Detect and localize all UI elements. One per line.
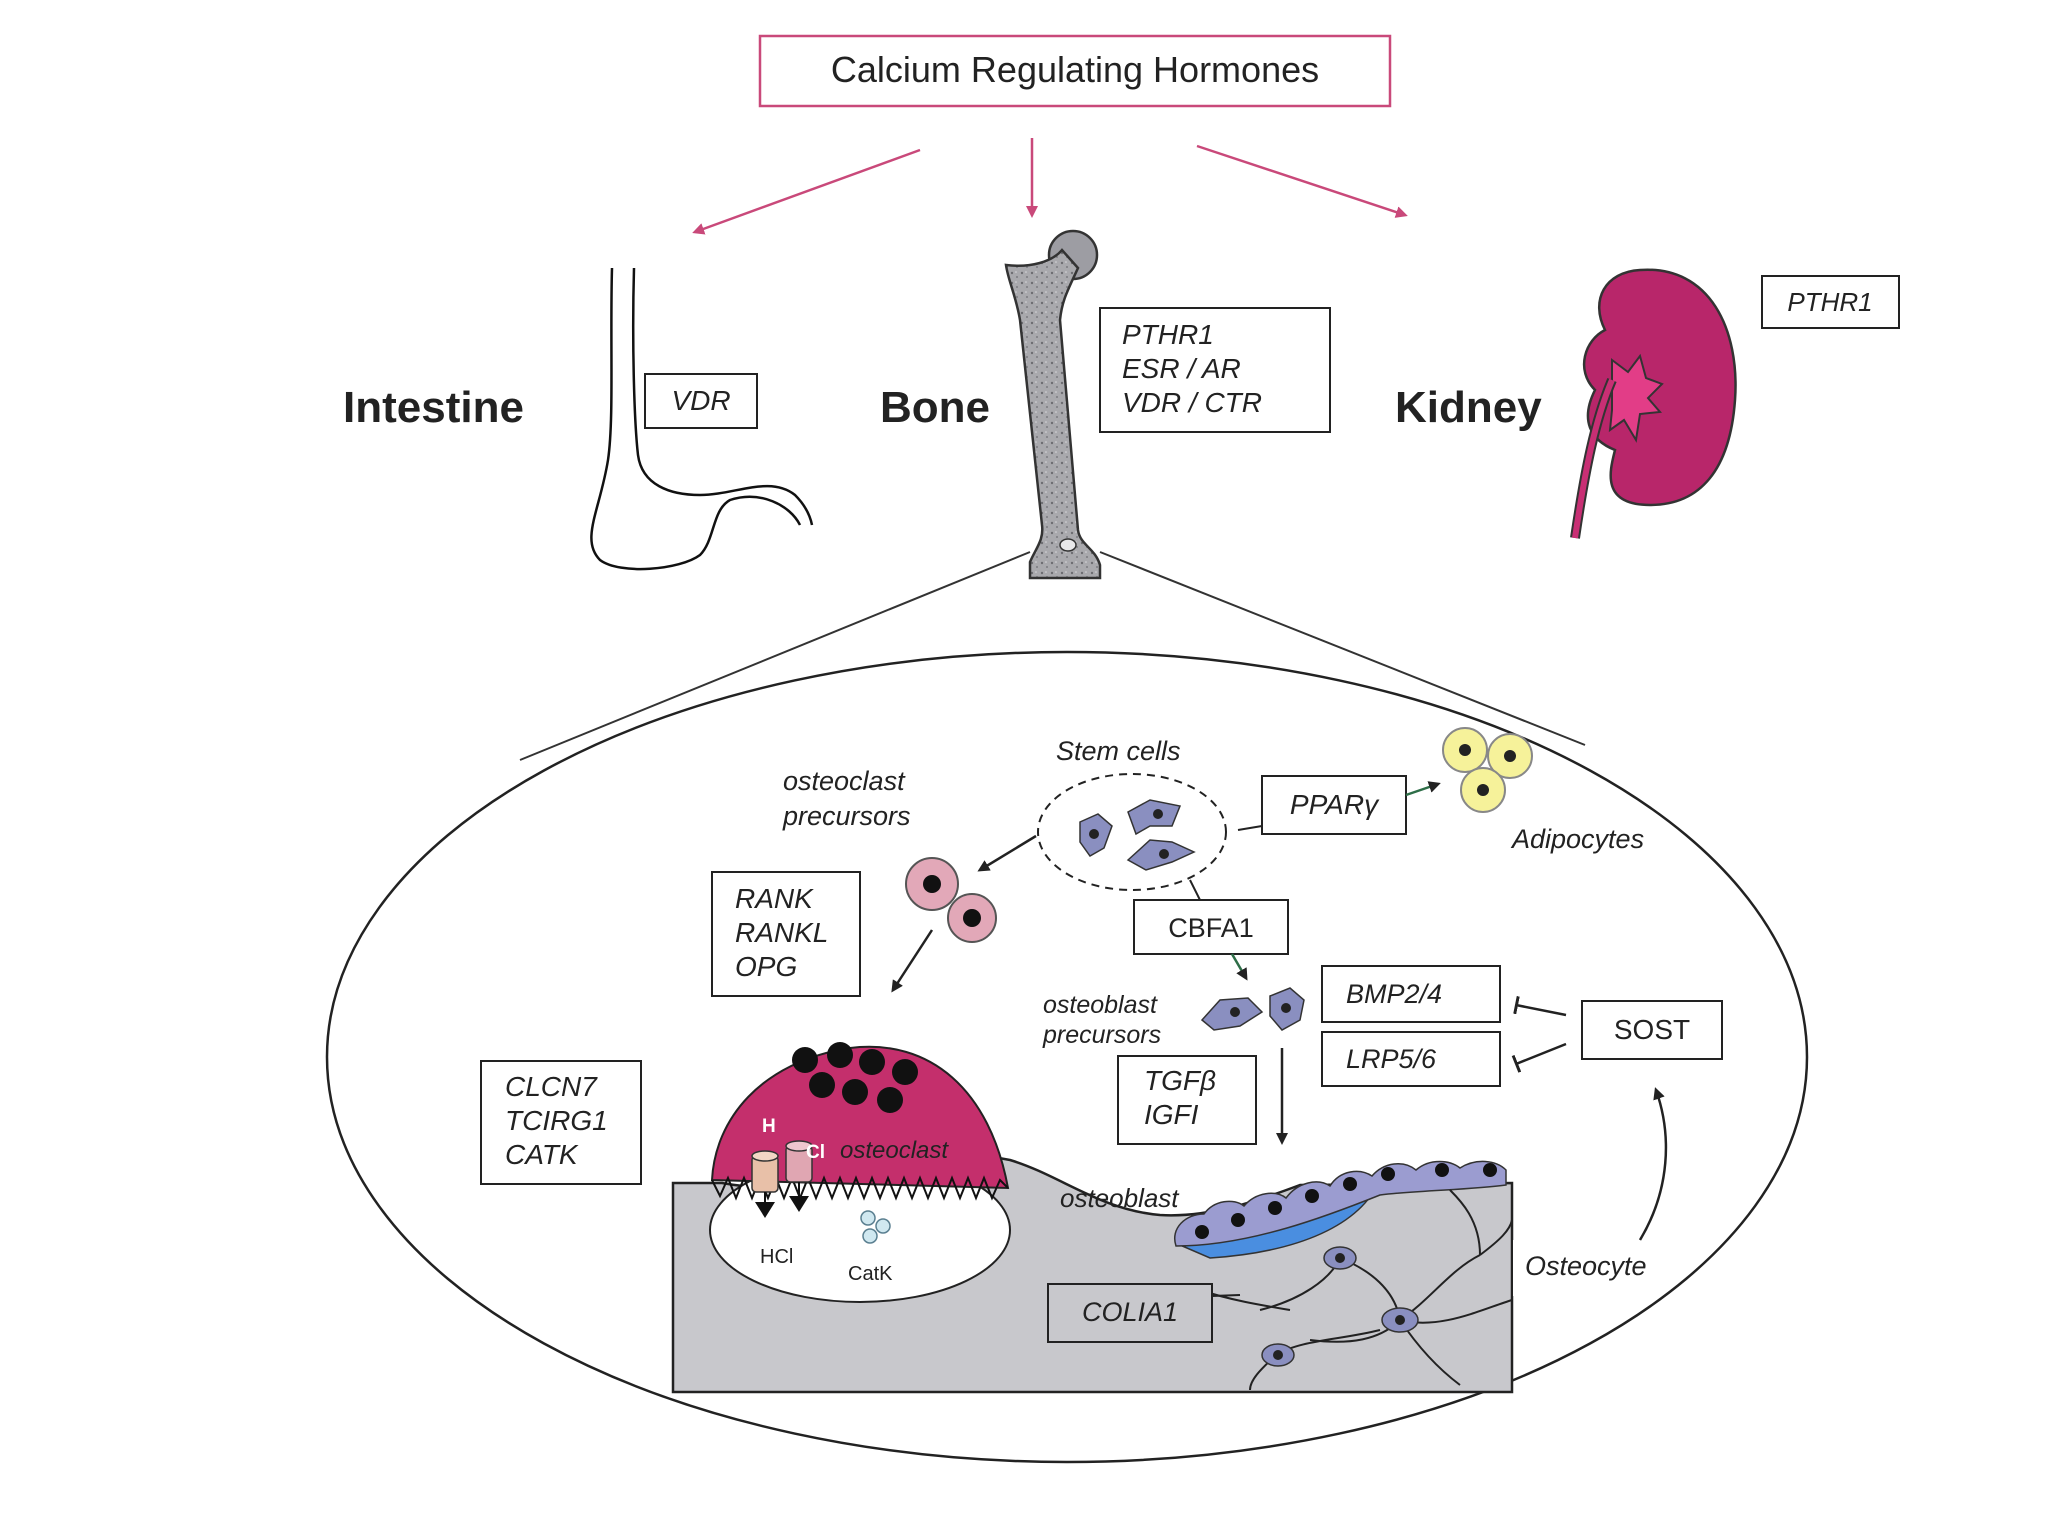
bmp-box — [1321, 965, 1501, 1023]
stem-to-ppar-line — [1237, 825, 1263, 831]
intestine-outer-wall — [590, 267, 802, 571]
stem-to-cbfa1-line — [1189, 879, 1201, 901]
osteoclast-label: osteoclast — [840, 1137, 949, 1164]
igf-label: IGFI — [1144, 1099, 1199, 1130]
proton-pump-icon — [751, 1150, 779, 1218]
diagram-title: Calcium Regulating Hormones — [831, 49, 1319, 90]
arrow-to-intestine — [692, 148, 921, 235]
bone-receptor-2: ESR / AR — [1122, 353, 1241, 384]
arrow-precursors-to-osteoclast — [891, 929, 934, 993]
osteoblast-precursors-label-2: precursors — [1042, 1021, 1161, 1049]
osteoclast-precursors-label-2: precursors — [782, 801, 911, 831]
rank-gene-box — [711, 871, 861, 997]
intestine-label: Intestine — [343, 383, 524, 432]
osteoblast-label: osteoblast — [1060, 1183, 1180, 1213]
colia1-label: COLIA1 — [1082, 1297, 1178, 1327]
opg-label: OPG — [735, 951, 797, 982]
osteoclast-precursor-cells — [905, 857, 997, 943]
kidney-label: Kidney — [1395, 383, 1542, 432]
ppar-label: PPARγ — [1290, 789, 1380, 820]
zoom-line-left — [519, 551, 1031, 761]
intestine-receptor-box — [644, 373, 758, 429]
clcn-gene-box — [480, 1060, 642, 1185]
osteoblast-precursor-cells — [1200, 987, 1305, 1031]
bone-receptor-3: VDR / CTR — [1122, 387, 1262, 418]
rank-label: RANK — [735, 883, 814, 914]
tcirg1-label: TCIRG1 — [505, 1105, 608, 1136]
osteocyte-label-backdrop — [1513, 1240, 1583, 1296]
sost-inhibits-bmp — [1513, 995, 1567, 1017]
catk-label: CatK — [848, 1263, 893, 1285]
intestine-inner-wall — [631, 267, 814, 526]
bmp-label: BMP2/4 — [1346, 979, 1442, 1009]
cbfa1-label: CBFA1 — [1168, 913, 1254, 943]
osteocyte-label: Osteocyte — [1525, 1251, 1647, 1281]
ppar-box — [1261, 775, 1407, 835]
zoom-line-right — [1099, 551, 1586, 746]
arrow-stem-to-osteoclast-precursors — [977, 834, 1037, 872]
sost-box — [1581, 1000, 1723, 1060]
osteoclast-precursors-label-1: osteoclast — [783, 766, 906, 796]
catk-bubbles-icon — [860, 1210, 891, 1244]
stem-cells-group — [1037, 773, 1227, 891]
osteoblast-precursors-label-1: osteoblast — [1043, 991, 1158, 1019]
clcn7-label: CLCN7 — [505, 1071, 598, 1102]
hcl-label: HCl — [760, 1246, 793, 1268]
bone-label: Bone — [880, 383, 990, 432]
arrow-to-kidney — [1196, 144, 1408, 218]
catk-gene-label: CATK — [505, 1139, 579, 1170]
femur-icon — [1004, 229, 1102, 580]
lrp-box — [1321, 1031, 1501, 1087]
osteocyte-cells — [1261, 1246, 1419, 1367]
sost-label: SOST — [1614, 1014, 1690, 1045]
stem-cell-icons — [1079, 799, 1196, 871]
cl-ion-label: Cl — [806, 1142, 825, 1163]
bone-receptor-1: PTHR1 — [1122, 319, 1214, 350]
kidney-receptor-pthr1: PTHR1 — [1787, 287, 1872, 317]
stem-cells-label: Stem cells — [1056, 736, 1181, 766]
osteoblast-lining-cells — [1173, 1160, 1507, 1259]
tgf-label: TGFβ — [1144, 1065, 1216, 1096]
arrow-cbfa1-to-osteoblast-precursors — [1230, 953, 1248, 981]
kidney-receptor-box — [1761, 275, 1900, 329]
colia1-connector — [1211, 1294, 1241, 1297]
adipocytes-label: Adipocytes — [1510, 824, 1644, 854]
bone-receptor-box — [1099, 307, 1331, 433]
arrow-osteocyte-to-sost — [1638, 1087, 1668, 1241]
lrp-label: LRP5/6 — [1346, 1044, 1437, 1074]
adipocyte-cells — [1442, 727, 1533, 813]
h-ion-label: H — [762, 1116, 776, 1137]
tgf-box — [1117, 1055, 1257, 1145]
arrow-ppar-to-adipocytes — [1405, 781, 1441, 797]
title-box — [758, 34, 1392, 108]
kidney-icon — [1570, 268, 1737, 539]
cbfa1-box — [1133, 899, 1289, 955]
rankl-label: RANKL — [735, 917, 828, 948]
sost-inhibits-lrp — [1511, 1042, 1567, 1073]
intestine-receptor-vdr: VDR — [671, 385, 730, 416]
chloride-channel-icon — [785, 1140, 813, 1212]
colia1-box — [1047, 1283, 1213, 1343]
